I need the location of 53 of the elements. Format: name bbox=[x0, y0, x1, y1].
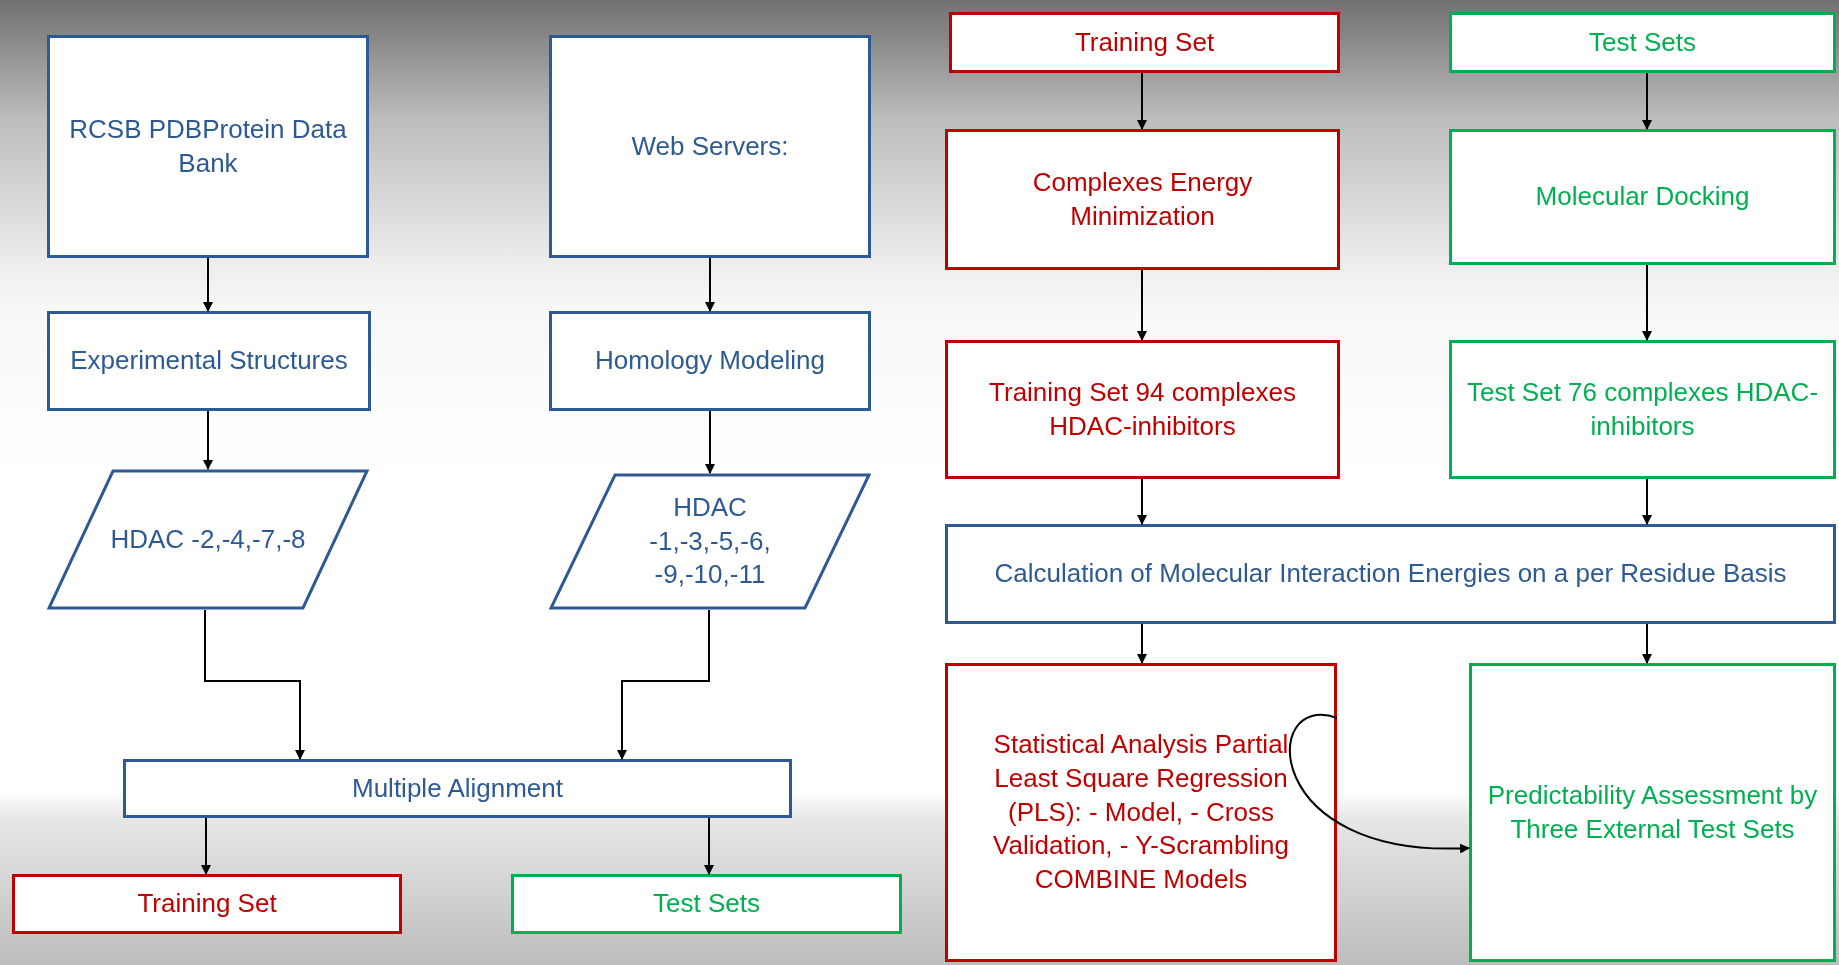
process-box bbox=[945, 663, 1337, 962]
process-box bbox=[945, 340, 1340, 479]
arrow bbox=[204, 609, 305, 760]
node-text: Test Set 76 complexes HDAC-inhibitors bbox=[1465, 375, 1820, 443]
arrow bbox=[1137, 623, 1147, 664]
node-text: Training Set bbox=[136, 887, 278, 921]
arrow bbox=[1642, 264, 1652, 341]
node-text: Test Sets bbox=[652, 887, 761, 921]
node-text: Training Set 94 complexes HDAC-inhibitors bbox=[988, 375, 1297, 443]
arrow bbox=[1137, 72, 1147, 130]
arrow bbox=[705, 410, 715, 474]
node-text: HDAC -2,-4,-7,-8 bbox=[109, 522, 307, 556]
data-parallelogram bbox=[47, 469, 369, 610]
process-box bbox=[123, 759, 792, 818]
node-text: Complexes Energy Minimization bbox=[1031, 165, 1254, 233]
arrow bbox=[1642, 478, 1652, 525]
node-text: Web Servers: bbox=[630, 129, 790, 163]
node-text: Calculation of Molecular Interaction Energies on a per Residue Basis bbox=[993, 557, 1788, 591]
node-text: Test Sets bbox=[1588, 25, 1697, 59]
arrow bbox=[1137, 478, 1147, 525]
arrow bbox=[617, 609, 710, 760]
process-box bbox=[549, 35, 871, 258]
data-parallelogram bbox=[549, 473, 871, 610]
node-text: RCSB PDBProtein Data Bank bbox=[68, 112, 348, 180]
arrow bbox=[203, 257, 213, 312]
arrow bbox=[201, 817, 211, 875]
process-box bbox=[511, 874, 902, 934]
arrow bbox=[704, 817, 714, 875]
node-text: Multiple Alignment bbox=[351, 771, 564, 805]
node-text: Statistical Analysis Partial Least Square Regression (PLS): - Model, - Cross Validation, - Y-Scrambling COMBINE Models bbox=[992, 728, 1290, 897]
node-text: Molecular Docking bbox=[1534, 180, 1751, 214]
arrow bbox=[1642, 623, 1652, 664]
process-box bbox=[1449, 12, 1836, 73]
process-box bbox=[1469, 663, 1836, 962]
process-box bbox=[12, 874, 402, 934]
arrow bbox=[1289, 713, 1470, 853]
node-text: Predictability Assessment by Three External Test Sets bbox=[1486, 778, 1819, 846]
node-text: Training Set bbox=[1073, 25, 1216, 59]
arrow bbox=[203, 410, 213, 470]
process-box bbox=[945, 129, 1340, 270]
process-box bbox=[549, 311, 871, 411]
process-box bbox=[949, 12, 1340, 73]
node-text: Homology Modeling bbox=[594, 344, 826, 378]
process-box bbox=[1449, 129, 1836, 265]
arrow bbox=[1137, 269, 1147, 341]
process-box bbox=[945, 524, 1836, 624]
process-box bbox=[47, 311, 371, 411]
arrow bbox=[1642, 72, 1652, 130]
process-box bbox=[47, 35, 369, 258]
process-box bbox=[1449, 340, 1836, 479]
arrow bbox=[705, 257, 715, 312]
node-text: Experimental Structures bbox=[69, 344, 349, 378]
node-text: HDAC -1,-3,-5,-6, -9,-10,-11 bbox=[648, 490, 772, 592]
